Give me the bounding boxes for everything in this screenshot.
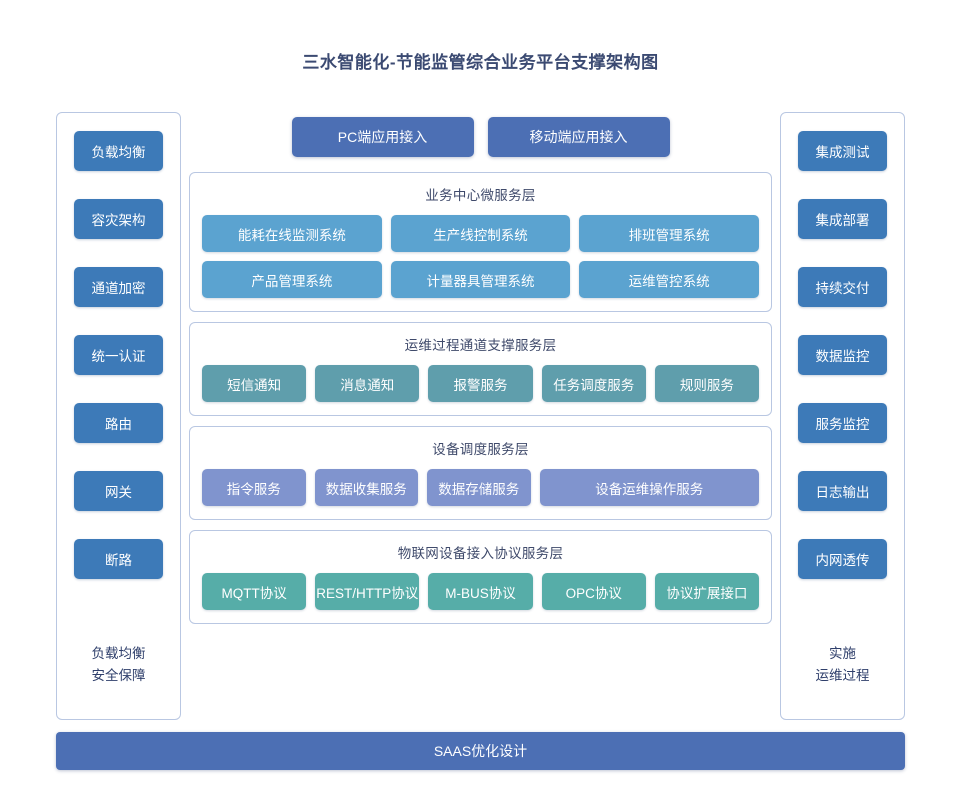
layer-iot-protocol: 物联网设备接入协议服务层 MQTT协议 REST/HTTP协议 M-BUS协议 …: [189, 530, 772, 624]
chip-label: MQTT协议: [221, 585, 287, 601]
sidebar-item-load-balance[interactable]: 负载均衡: [74, 131, 163, 171]
sidebar-item-unified-auth[interactable]: 统一认证: [74, 335, 163, 375]
pc-access-button[interactable]: PC端应用接入: [291, 117, 474, 157]
chip-label: 产品管理系统: [251, 273, 333, 289]
sidebar-item-disaster-recovery[interactable]: 容灾架构: [74, 199, 163, 239]
sidebar-item-label: 内网透传: [815, 553, 870, 568]
layer-title: 设备调度服务层: [432, 442, 529, 457]
chip-label: M-BUS协议: [445, 585, 516, 601]
chip-label: 数据收集服务: [325, 481, 407, 497]
right-footer-line-1: 实施: [829, 646, 856, 661]
sidebar-item-log-output[interactable]: 日志输出: [798, 471, 887, 511]
diagram-board: 负载均衡 容灾架构 通道加密 统一认证 路由 网关 断路 负载均衡 安全保障: [56, 112, 905, 720]
right-sidebar: 集成测试 集成部署 持续交付 数据监控 服务监控 日志输出 内网透传 实施: [780, 112, 905, 720]
protocol-chip-rest-http[interactable]: REST/HTTP协议: [315, 573, 420, 610]
chip-label: OPC协议: [565, 585, 622, 601]
layer-business-microservice: 业务中心微服务层 能耗在线监测系统 生产线控制系统 排班管理系统 产品管理系统: [189, 172, 772, 312]
service-chip-production-line-control[interactable]: 生产线控制系统: [390, 215, 571, 252]
sidebar-item-continuous-delivery[interactable]: 持续交付: [798, 267, 887, 307]
sidebar-item-data-monitoring[interactable]: 数据监控: [798, 335, 887, 375]
layer-title: 运维过程通道支撑服务层: [404, 338, 557, 353]
sidebar-item-label: 负载均衡: [91, 145, 146, 160]
chip-label: 运维管控系统: [628, 273, 710, 289]
chip-label: 计量器具管理系统: [426, 273, 535, 289]
protocol-chip-opc[interactable]: OPC协议: [541, 573, 646, 610]
layer-items: 能耗在线监测系统 生产线控制系统 排班管理系统 产品管理系统 计量器具管理系统: [202, 215, 759, 298]
sidebar-item-label: 路由: [105, 417, 132, 432]
chip-label: 任务调度服务: [553, 377, 635, 393]
service-chip-rule-service[interactable]: 规则服务: [654, 365, 760, 402]
sidebar-item-integration-deploy[interactable]: 集成部署: [798, 199, 887, 239]
chip-label: 设备运维操作服务: [595, 481, 704, 497]
access-row: PC端应用接入 移动端应用接入: [189, 112, 772, 162]
chip-label: 消息通知: [340, 377, 395, 393]
sidebar-item-label: 断路: [105, 553, 132, 568]
sidebar-item-label: 服务监控: [815, 417, 870, 432]
left-footer-line-2: 安全保障: [91, 668, 146, 683]
mobile-access-button[interactable]: 移动端应用接入: [487, 117, 670, 157]
sidebar-item-channel-encryption[interactable]: 通道加密: [74, 267, 163, 307]
access-button-label: PC端应用接入: [337, 129, 428, 145]
chip-label: 规则服务: [679, 377, 734, 393]
bottom-bar-label: SAAS优化设计: [433, 743, 528, 759]
sidebar-item-label: 集成测试: [815, 145, 870, 160]
layer-items: 短信通知 消息通知 报警服务 任务调度服务 规则服务: [202, 365, 760, 402]
service-chip-energy-monitoring[interactable]: 能耗在线监测系统: [202, 215, 382, 252]
right-sidebar-footer: 实施 运维过程: [816, 643, 870, 709]
sidebar-item-label: 日志输出: [815, 485, 870, 500]
layer-title: 物联网设备接入协议服务层: [397, 546, 564, 561]
protocol-chip-mbus[interactable]: M-BUS协议: [428, 573, 533, 610]
sidebar-item-gateway[interactable]: 网关: [74, 471, 163, 511]
right-footer-line-2: 运维过程: [815, 668, 870, 683]
chip-label: 指令服务: [226, 481, 281, 497]
sidebar-item-label: 持续交付: [815, 281, 870, 296]
page-title: 三水智能化-节能监管综合业务平台支撑架构图: [302, 53, 659, 72]
service-chip-data-storage[interactable]: 数据存储服务: [427, 469, 531, 506]
sidebar-item-label: 网关: [105, 485, 132, 500]
layer-items: MQTT协议 REST/HTTP协议 M-BUS协议 OPC协议 协议扩展接口: [202, 573, 760, 610]
sidebar-item-label: 容灾架构: [91, 213, 146, 228]
chip-label: 短信通知: [227, 377, 282, 393]
sidebar-item-integration-test[interactable]: 集成测试: [798, 131, 887, 171]
chip-label: 排班管理系统: [628, 227, 710, 243]
sidebar-item-label: 统一认证: [91, 349, 146, 364]
protocol-chip-extension-interface[interactable]: 协议扩展接口: [654, 573, 760, 610]
chip-label: 能耗在线监测系统: [237, 227, 346, 243]
protocol-chip-mqtt[interactable]: MQTT协议: [202, 573, 307, 610]
layer-ops-channel-support: 运维过程通道支撑服务层 短信通知 消息通知 报警服务 任务调度服务: [189, 322, 772, 416]
layer-items: 指令服务 数据收集服务 数据存储服务 设备运维操作服务: [202, 469, 759, 506]
saas-optimization-bar[interactable]: SAAS优化设计: [56, 732, 905, 770]
chip-label: REST/HTTP协议: [316, 585, 419, 601]
access-button-label: 移动端应用接入: [529, 129, 628, 145]
chip-label: 数据存储服务: [438, 481, 520, 497]
sidebar-item-label: 集成部署: [815, 213, 870, 228]
service-chip-ops-control[interactable]: 运维管控系统: [579, 261, 759, 298]
service-chip-shift-management[interactable]: 排班管理系统: [579, 215, 759, 252]
service-chip-task-scheduling[interactable]: 任务调度服务: [541, 365, 646, 402]
sidebar-item-service-monitoring[interactable]: 服务监控: [798, 403, 887, 443]
chip-label: 报警服务: [453, 377, 508, 393]
left-sidebar-footer: 负载均衡 安全保障: [92, 643, 146, 709]
service-chip-data-collection[interactable]: 数据收集服务: [314, 469, 419, 506]
sidebar-item-routing[interactable]: 路由: [74, 403, 163, 443]
layer-device-scheduling: 设备调度服务层 指令服务 数据收集服务 数据存储服务 设备运维操作服务: [189, 426, 772, 520]
left-footer-line-1: 负载均衡: [91, 646, 146, 661]
service-chip-sms-notification[interactable]: 短信通知: [202, 365, 307, 402]
left-sidebar: 负载均衡 容灾架构 通道加密 统一认证 路由 网关 断路 负载均衡 安全保障: [56, 112, 181, 720]
chip-label: 协议扩展接口: [666, 585, 748, 601]
service-chip-metering-device-management[interactable]: 计量器具管理系统: [390, 261, 571, 298]
center-column: PC端应用接入 移动端应用接入 业务中心微服务层 能耗在线监测系统 生产线控制系…: [189, 112, 772, 720]
service-chip-command-service[interactable]: 指令服务: [202, 469, 306, 506]
service-chip-message-notification[interactable]: 消息通知: [315, 365, 420, 402]
sidebar-item-circuit-breaker[interactable]: 断路: [74, 539, 163, 579]
sidebar-item-intranet-transparent-transmission[interactable]: 内网透传: [798, 539, 887, 579]
sidebar-item-label: 数据监控: [815, 349, 870, 364]
service-chip-product-management[interactable]: 产品管理系统: [202, 261, 382, 298]
chip-label: 生产线控制系统: [433, 227, 528, 243]
service-chip-device-ops-operation[interactable]: 设备运维操作服务: [539, 469, 759, 506]
sidebar-item-label: 通道加密: [91, 281, 146, 296]
layer-title: 业务中心微服务层: [425, 188, 536, 203]
service-chip-alarm-service[interactable]: 报警服务: [428, 365, 533, 402]
